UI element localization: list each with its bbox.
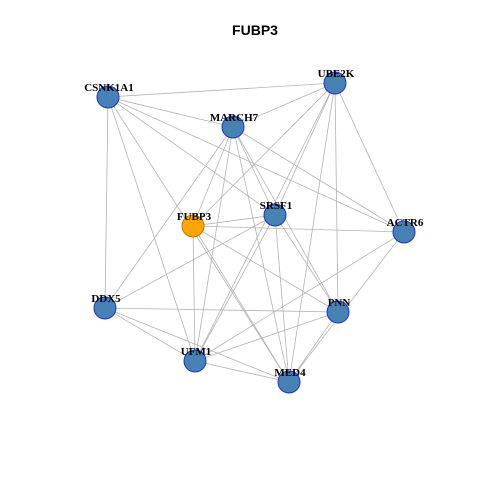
edge-csnk1a1-actr6: [107, 96, 405, 233]
node-ufm1: [183, 349, 207, 373]
edge-fubp3-ufm1: [192, 225, 196, 362]
edge-layer: [104, 82, 405, 383]
edge-march7-srsf1: [232, 126, 276, 216]
edge-srsf1-fubp3: [192, 214, 276, 227]
node-march7: [221, 115, 245, 139]
node-label-csnk1a1: CSNK1A1: [84, 82, 134, 94]
node-srsf1: [263, 203, 287, 227]
edge-csnk1a1-med4: [107, 96, 290, 383]
node-ube2k: [323, 71, 347, 95]
edge-fubp3-med4: [192, 225, 290, 383]
edge-csnk1a1-srsf1: [107, 96, 276, 216]
edge-pnn-med4: [288, 311, 339, 383]
edge-march7-fubp3: [192, 126, 234, 227]
edge-ube2k-ufm1: [194, 82, 336, 362]
edge-csnk1a1-ddx5: [104, 96, 109, 309]
edge-srsf1-med4: [274, 214, 290, 383]
node-label-fubp3: FUBP3: [177, 211, 212, 223]
edge-ddx5-pnn: [104, 307, 339, 313]
edge-march7-ddx5: [104, 126, 234, 309]
node-label-march7: MARCH7: [210, 112, 259, 124]
node-layer: [93, 71, 416, 394]
node-ddx5: [93, 296, 117, 320]
node-label-actr6: ACTR6: [387, 217, 424, 229]
edge-pnn-ufm1: [194, 311, 339, 362]
edge-ube2k-actr6: [334, 82, 405, 233]
node-actr6: [392, 220, 416, 244]
edge-ube2k-march7: [232, 82, 336, 128]
edge-ube2k-pnn: [334, 82, 339, 313]
edge-ddx5-ufm1: [104, 307, 196, 362]
edge-csnk1a1-ube2k: [107, 82, 336, 98]
node-label-ufm1: UFM1: [181, 346, 212, 358]
node-label-srsf1: SRSF1: [260, 200, 292, 212]
edge-march7-actr6: [232, 126, 405, 233]
edge-actr6-ufm1: [194, 231, 405, 362]
edge-fubp3-actr6: [192, 225, 405, 233]
edge-fubp3-pnn: [192, 225, 339, 313]
node-fubp3: [181, 214, 205, 238]
edge-march7-ufm1: [194, 126, 234, 362]
edge-csnk1a1-ufm1: [107, 96, 196, 362]
edge-csnk1a1-march7: [107, 96, 234, 128]
edge-march7-med4: [232, 126, 290, 383]
edge-ube2k-med4: [288, 82, 336, 383]
node-label-ddx5: DDX5: [91, 293, 121, 305]
node-label-pnn: PNN: [328, 297, 351, 309]
node-med4: [277, 370, 301, 394]
node-label-med4: MED4: [274, 367, 306, 379]
edge-ube2k-fubp3: [192, 82, 336, 227]
edge-srsf1-ddx5: [104, 214, 276, 309]
edge-ufm1-med4: [194, 360, 290, 383]
node-label-ube2k: UBE2K: [318, 68, 355, 80]
diagram-title: FUBP3: [232, 22, 278, 38]
edge-srsf1-pnn: [274, 214, 339, 313]
node-csnk1a1: [96, 85, 120, 109]
edge-ube2k-srsf1: [274, 82, 336, 216]
edge-ddx5-med4: [104, 307, 290, 383]
edge-srsf1-ufm1: [194, 214, 276, 362]
node-pnn: [326, 300, 350, 324]
